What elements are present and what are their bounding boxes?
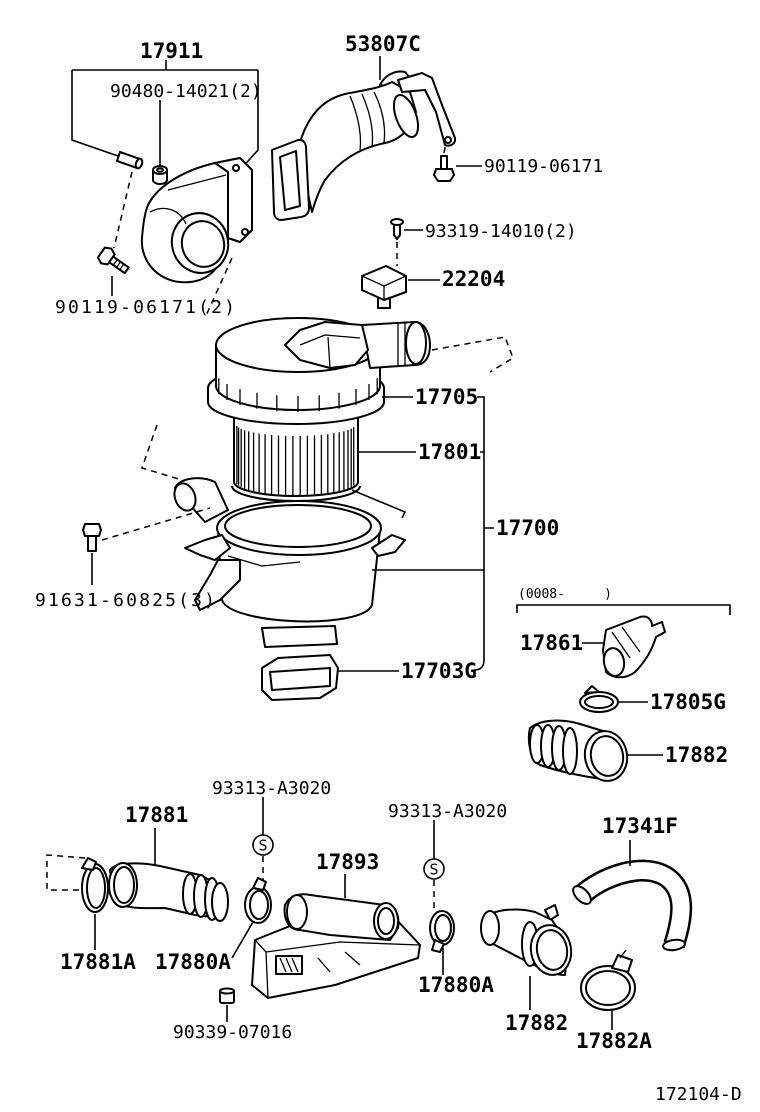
stud-bolt [116, 151, 144, 170]
clamp-17805g [579, 685, 619, 713]
callout-17911: 17911 [140, 39, 203, 63]
clamp-wire-rod [351, 489, 407, 519]
cap-ribs [218, 378, 378, 412]
callout-17882-lower: 17882 [505, 1011, 568, 1035]
callout-91631-60825: 91631-60825(3) [35, 590, 215, 611]
filter-element-pleats [236, 426, 355, 495]
hose-17341f [574, 859, 693, 949]
screw-93319-14010 [390, 218, 404, 240]
intake-duct-53807c [271, 70, 457, 221]
callout-17805g: 17805G [650, 690, 726, 714]
callout-90119-06171-left: 90119-06171(2) [55, 297, 235, 318]
callout-17882a: 17882A [576, 1029, 652, 1053]
callout-93313-a3020-left: 93313-A3020 [212, 778, 331, 799]
standard-part-mark-left [252, 834, 274, 856]
pin-90339-07016 [219, 987, 235, 1004]
callout-22204: 22204 [442, 267, 505, 291]
clamp-17881a [81, 857, 109, 913]
callout-17880a-left: 17880A [155, 950, 231, 974]
dashed-bolt-to-case [101, 507, 211, 541]
air-cleaner-cap-17705 [207, 317, 431, 425]
callout-90119-06171-right: 90119-06171 [484, 156, 603, 177]
callout-17893: 17893 [316, 850, 379, 874]
callout-17881: 17881 [125, 803, 188, 827]
bolt-90119-06171-right [433, 155, 455, 182]
air-cleaner-case-17700 [184, 500, 406, 648]
standard-part-mark-right [423, 858, 445, 880]
grommet [152, 165, 168, 185]
variant-bracket [516, 604, 731, 615]
sensor-22204 [361, 265, 407, 309]
diagram-code: 172104-D [655, 1084, 742, 1105]
dashed-stud-to-bolt [113, 171, 133, 249]
hose-17882-upper [527, 719, 629, 782]
dashed-hose-connection [46, 854, 86, 891]
leader-17880a-left [231, 921, 254, 959]
callout-90339-07016: 90339-07016 [173, 1022, 292, 1043]
callout-17705: 17705 [415, 385, 478, 409]
clamp-17882a [580, 949, 636, 1011]
callout-93319-14010: 93319-14010(2) [425, 221, 577, 242]
hose-17882-lower [480, 904, 573, 976]
callout-17703g: 17703G [401, 659, 477, 683]
dashed-inlet-connection [141, 424, 183, 481]
bracket-17700 [338, 396, 494, 672]
bolt-91631-60825 [82, 523, 102, 552]
dashed-outlet-connection [431, 336, 514, 373]
air-filter-element-17801 [231, 417, 361, 502]
callout-90480-14021: 90480-14021(2) [110, 81, 262, 102]
s-mark-right: S [429, 861, 438, 879]
callout-17882-upper: 17882 [665, 743, 728, 767]
holder-17703g [261, 654, 339, 701]
hose-17341f-ends [572, 885, 686, 952]
intake-housing-17911 [140, 157, 253, 284]
resonator-17893 [251, 893, 421, 999]
date-range-note: (0008- ) [518, 587, 612, 602]
callout-17700: 17700 [496, 516, 559, 540]
callout-17880a-right: 17880A [418, 973, 494, 997]
callout-17801: 17801 [418, 440, 481, 464]
hose-17881 [108, 862, 229, 922]
callout-17341f: 17341F [602, 814, 678, 838]
s-mark-left: S [258, 837, 267, 855]
callout-17861: 17861 [520, 631, 583, 655]
bracket-17911 [71, 60, 259, 171]
callout-17881a: 17881A [60, 950, 136, 974]
bolt-90119-06171-left [96, 246, 130, 275]
dashed-bolt-to-bracket [443, 141, 447, 154]
clamp-17880a-left [244, 877, 272, 924]
clamp-17880a-right [429, 910, 455, 953]
callout-53807c: 53807C [345, 32, 421, 56]
callout-93313-a3020-right: 93313-A3020 [388, 801, 507, 822]
elbow-17861 [602, 615, 666, 679]
air-inlet-snout [173, 477, 229, 523]
